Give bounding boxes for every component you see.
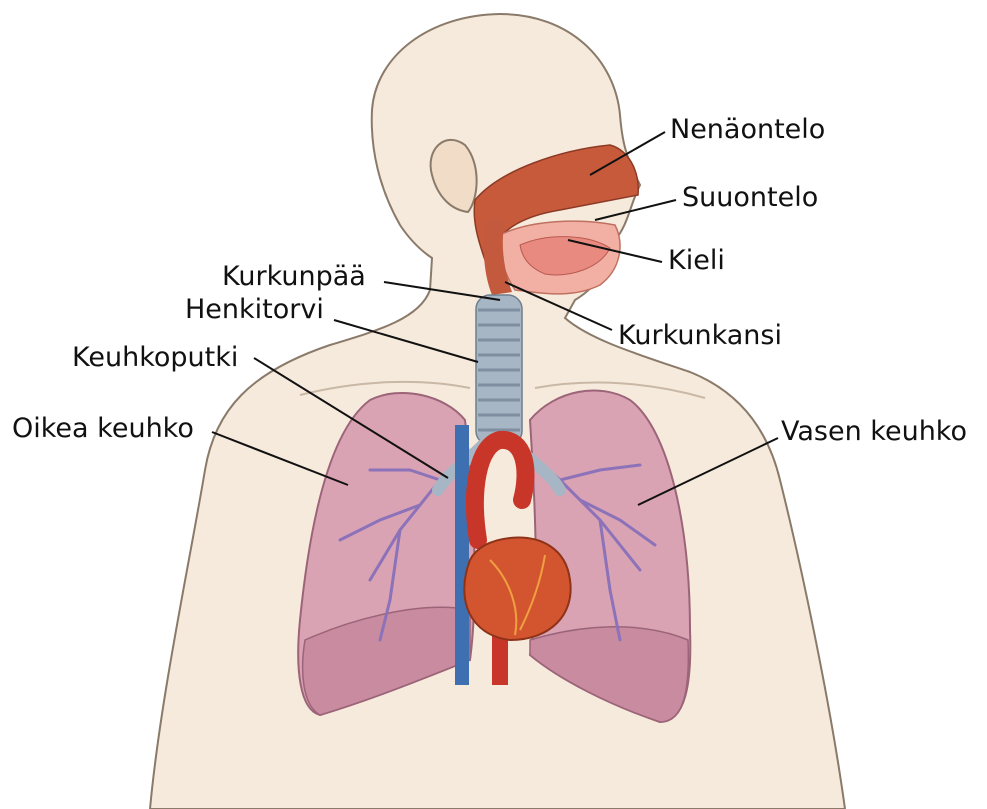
label-keuhkoputki: Keuhkoputki xyxy=(72,344,238,371)
label-henkitorvi: Henkitorvi xyxy=(185,296,324,323)
label-kurkunpaa: Kurkunpää xyxy=(222,263,366,290)
label-oikea-keuhko: Oikea keuhko xyxy=(12,415,194,442)
trachea xyxy=(476,295,522,445)
heart-shape xyxy=(464,538,570,640)
label-kurkunkansi: Kurkunkansi xyxy=(618,322,782,349)
label-kieli: Kieli xyxy=(668,247,725,274)
label-vasen-keuhko: Vasen keuhko xyxy=(781,418,967,445)
vena-cava xyxy=(455,425,469,685)
label-nenaontelo: Nenäontelo xyxy=(670,116,825,143)
label-suuontelo: Suuontelo xyxy=(682,184,818,211)
